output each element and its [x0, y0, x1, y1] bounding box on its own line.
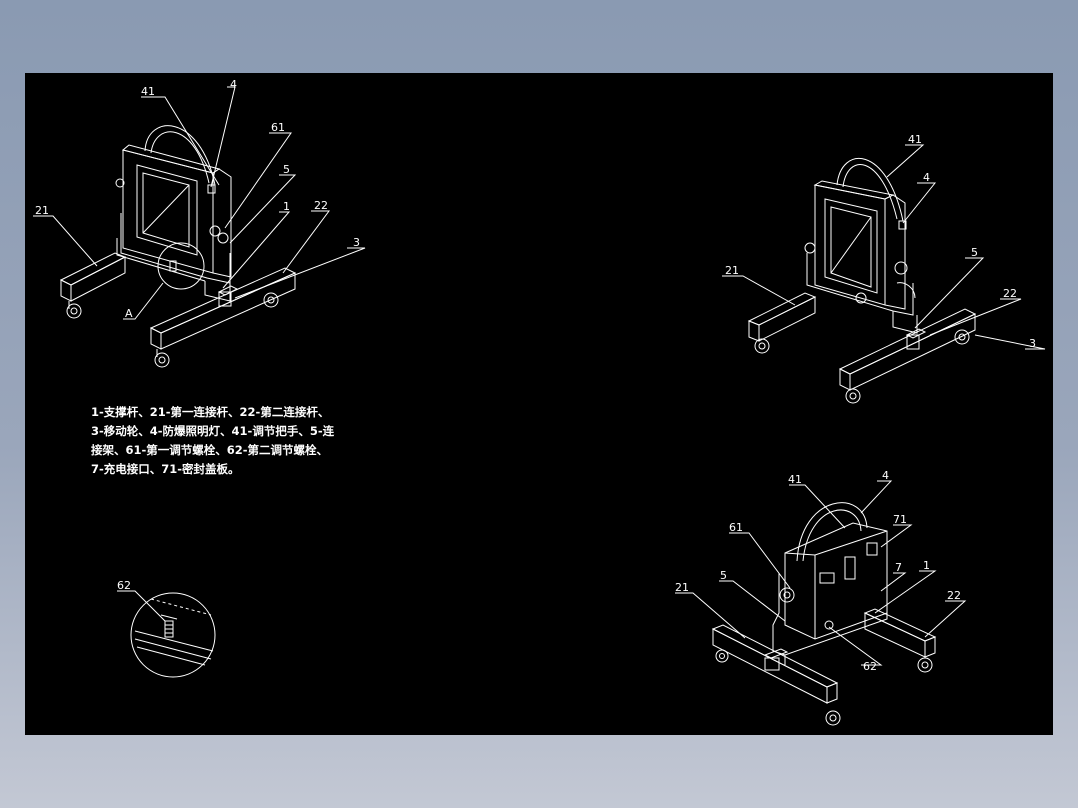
label-61: 61	[729, 521, 743, 534]
label-41: 41	[908, 133, 922, 146]
label-4: 4	[882, 469, 889, 482]
label-62: 62	[117, 579, 131, 592]
view-front-left	[33, 86, 366, 368]
label-22: 22	[314, 199, 328, 212]
view-right-bottom	[675, 480, 967, 726]
view-right-top	[722, 144, 1046, 404]
label-5: 5	[720, 569, 727, 582]
parts-legend: 1-支撑杆、21-第一连接杆、22-第二连接杆、 3-移动轮、4-防爆照明灯、4…	[91, 403, 391, 479]
label-3: 3	[1029, 337, 1036, 350]
legend-line: 1-支撑杆、21-第一连接杆、22-第二连接杆、	[91, 405, 330, 419]
label-4: 4	[230, 78, 237, 91]
legend-line: 接架、61-第一调节螺栓、62-第二调节螺栓、	[91, 443, 329, 457]
label-21: 21	[675, 581, 689, 594]
view-right-bottom-labels: 41 4 61 71 5 7 1 21 22 62	[675, 469, 961, 673]
label-21: 21	[725, 264, 739, 277]
label-4: 4	[923, 171, 930, 184]
label-1: 1	[923, 559, 930, 572]
legend-line: 3-移动轮、4-防爆照明灯、41-调节把手、5-连	[91, 424, 335, 438]
label-7: 7	[895, 561, 902, 574]
detail-a-labels: 62	[117, 579, 131, 592]
label-5: 5	[283, 163, 290, 176]
detail-a	[117, 590, 216, 678]
label-41: 41	[788, 473, 802, 486]
label-21: 21	[35, 204, 49, 217]
view-right-top-labels: 41 4 21 5 22 3	[725, 133, 1036, 350]
label-22: 22	[947, 589, 961, 602]
label-1: 1	[283, 200, 290, 213]
label-22: 22	[1003, 287, 1017, 300]
label-71: 71	[893, 513, 907, 526]
label-a: A	[125, 307, 133, 320]
label-61: 61	[271, 121, 285, 134]
technical-drawing: 41 4 61 5 1 22 3 21 A	[33, 78, 1046, 726]
drawing-sheet: 41 4 61 5 1 22 3 21 A	[25, 73, 1053, 735]
label-62: 62	[863, 660, 877, 673]
label-3: 3	[353, 236, 360, 249]
label-41: 41	[141, 85, 155, 98]
label-5: 5	[971, 246, 978, 259]
legend-line: 7-充电接口、71-密封盖板。	[91, 462, 240, 476]
view-front-left-labels: 41 4 61 5 1 22 3 21 A	[35, 78, 360, 320]
